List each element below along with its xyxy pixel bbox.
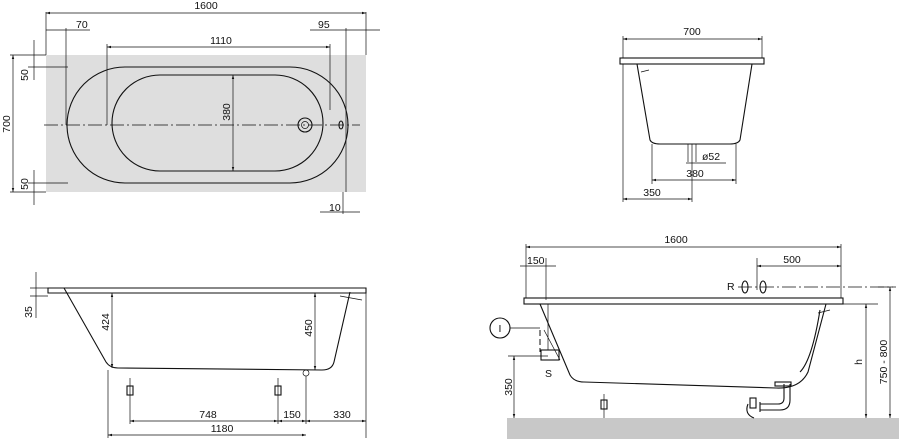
- dim-left-inset: 70: [76, 19, 88, 31]
- drain-icon: [297, 117, 313, 133]
- valve-label: R: [727, 281, 735, 293]
- dim-drain-diameter: ø52: [702, 151, 720, 163]
- side-view-body: [63, 287, 351, 371]
- top-view: 1600 70 95 1110 380 700 50 50 10: [1, 0, 380, 214]
- dim-overall-length: 1600: [194, 0, 218, 12]
- dim-inner-length: 1110: [210, 35, 232, 47]
- install-view-rim: [523, 297, 844, 305]
- side-view-rim: [47, 287, 367, 294]
- top-view-basin-outer: [66, 66, 349, 184]
- side-view: 35 424 450 748 150 330 1180: [23, 272, 367, 438]
- dim-rim-height: 35: [23, 306, 35, 318]
- dim-valve-offset: 500: [783, 254, 801, 266]
- end-view-basin: [636, 63, 753, 145]
- dim-overall-width: 700: [1, 115, 13, 133]
- top-view-rim: [46, 55, 366, 192]
- drain-inner-icon: [301, 121, 309, 129]
- drain-trap-icon: [746, 381, 792, 419]
- dim-end-inner-width: 380: [686, 168, 704, 180]
- floor: [507, 418, 899, 439]
- dim-depth-right: 450: [303, 319, 315, 337]
- dim-drain-offset: 350: [643, 187, 661, 199]
- top-view-basin-inner: [111, 74, 324, 172]
- dim-foot-to-drain: 150: [283, 409, 301, 421]
- overflow-icon: [338, 120, 344, 130]
- foot-right-icon: [274, 378, 282, 400]
- install-view-body: [539, 303, 827, 389]
- dim-rim-offset: 10: [329, 202, 341, 214]
- dim-depth-left: 424: [100, 313, 112, 331]
- callout-label: I: [499, 323, 502, 335]
- dim-install-left-offset: 150: [527, 255, 545, 267]
- dim-bottom-margin: 50: [19, 178, 31, 190]
- install-view: 1600 150 500 R S I 350: [489, 234, 899, 439]
- dim-feet-spacing: 748: [199, 409, 217, 421]
- support-label: S: [545, 368, 552, 380]
- side-drain-icon: [302, 369, 310, 377]
- foot-left-icon: [126, 378, 134, 400]
- dim-install-length: 1600: [664, 234, 688, 246]
- support-block: [540, 349, 560, 361]
- dim-end-width: 700: [683, 26, 701, 38]
- dim-height-range: 750 - 800: [878, 340, 890, 385]
- dim-top-margin: 50: [19, 69, 31, 81]
- dim-inner-width: 380: [221, 103, 233, 121]
- dim-base-length: 1180: [211, 423, 234, 435]
- end-view-rim: [619, 57, 765, 65]
- dim-drain-to-end: 330: [333, 409, 351, 421]
- dim-right-inset: 95: [318, 19, 330, 31]
- dim-h: h: [853, 359, 865, 365]
- install-foot-icon: [600, 394, 608, 418]
- dim-support-height: 350: [503, 378, 515, 396]
- end-view: 700 ø52 380 350: [619, 26, 765, 202]
